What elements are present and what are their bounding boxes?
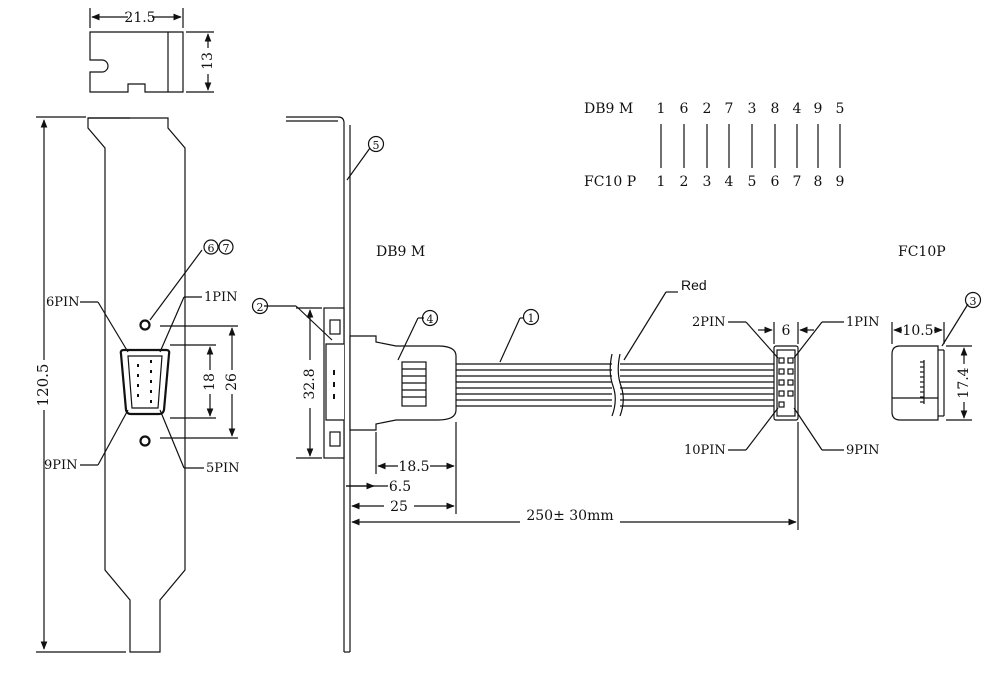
fc10p-ridges	[920, 360, 925, 404]
screw-hole-bottom	[139, 435, 151, 447]
db9-pin-number: 2	[703, 101, 712, 117]
fc10-pin-number: 4	[725, 174, 734, 190]
callout-3	[964, 291, 982, 309]
label-1pin-left: 1PIN	[204, 290, 238, 305]
callout-6-number: 6	[208, 242, 215, 255]
fc10-pin-number: 3	[703, 174, 712, 190]
fc10-pin-number: 5	[748, 174, 757, 190]
callout-7	[218, 239, 234, 255]
label-5pin: 5PIN	[206, 461, 240, 476]
callout-1	[522, 308, 540, 326]
db9-pin-number: 8	[771, 101, 780, 117]
bracket-top-view: 21.5 13	[89, 8, 216, 93]
fc10-pin-number: 7	[793, 174, 802, 190]
dim-header-pitch: 6	[782, 323, 791, 339]
callout-2-number: 2	[257, 301, 264, 314]
db9-pin-number: 4	[793, 101, 802, 117]
bracket-front-view: 120.5 18 26 6PIN	[34, 116, 240, 653]
dim-port-inner: 18	[202, 373, 218, 391]
callout-1-number: 1	[528, 312, 535, 325]
pin-table-fc10-label: FC10 P	[584, 174, 636, 190]
fc10-pin-number: 2	[680, 174, 689, 190]
dim-port-outer: 26	[224, 373, 240, 391]
callout-4-number: 4	[427, 313, 434, 326]
dim-top-height: 13	[200, 52, 216, 70]
callout-4	[421, 309, 439, 327]
screw-hole-top	[139, 319, 151, 331]
label-9pin-right: 9PIN	[846, 443, 880, 458]
fc10-pin-number: 9	[836, 174, 845, 190]
db9-pin-number: 6	[680, 101, 689, 117]
pin-table-db9-label: DB9 M	[584, 101, 633, 117]
callout-7-number: 7	[223, 242, 230, 255]
label-1pin-right: 1PIN	[846, 315, 880, 330]
fc10-pin-number: 8	[814, 174, 823, 190]
db9-pin-number: 9	[814, 101, 823, 117]
db9-pin-number: 1	[657, 101, 666, 117]
label-red-wire: Red	[681, 277, 707, 293]
callout-2	[251, 297, 269, 315]
callout-5-number: 5	[373, 139, 380, 152]
fc10-pin-number: 1	[657, 174, 666, 190]
dim-top-width: 21.5	[124, 10, 155, 26]
dim-bracket-height: 120.5	[34, 364, 52, 407]
fc10p-side-view: FC10P 10.5 3 17.4	[891, 244, 982, 421]
callout-6	[203, 239, 219, 255]
db9-pin-number: 7	[725, 101, 734, 117]
bracket-side-view: 5 32.8 2 4 DB9 M	[251, 116, 457, 653]
dim-flange-height: 32.8	[302, 368, 318, 399]
callout-5	[367, 135, 385, 153]
callout-3-number: 3	[970, 295, 977, 308]
label-fc10p: FC10P	[898, 244, 946, 260]
dim-fc-height: 17.4	[956, 367, 972, 398]
fc10-pin-number: 6	[771, 174, 780, 190]
ribbon-cable: 1 Red	[456, 277, 774, 417]
db9-pin-number: 5	[836, 101, 845, 117]
fc10p-header: 6 2PIN 1PIN 10PIN 9PIN	[684, 315, 880, 458]
label-6pin: 6PIN	[46, 295, 80, 310]
header-pin-slots	[778, 357, 794, 408]
horizontal-dimensions: 18.5 6.5 25 250± 30mm	[346, 422, 799, 530]
label-db9m: DB9 M	[376, 244, 425, 260]
dim-housing-length: 18.5	[398, 459, 429, 475]
dim-connector-length: 25	[390, 499, 408, 515]
label-10pin: 10PIN	[684, 443, 726, 458]
db9-pin-dots	[137, 360, 152, 403]
dim-cable-length: 250± 30mm	[526, 508, 613, 524]
db9-pin-number: 3	[748, 101, 757, 117]
db9-shell-pins	[333, 370, 335, 399]
label-2pin: 2PIN	[692, 315, 726, 330]
label-9pin-left: 9PIN	[44, 458, 78, 473]
db9-port-outline	[119, 348, 171, 416]
dim-fc-depth: 10.5	[902, 323, 933, 339]
dim-flange-offset: 6.5	[389, 479, 411, 495]
